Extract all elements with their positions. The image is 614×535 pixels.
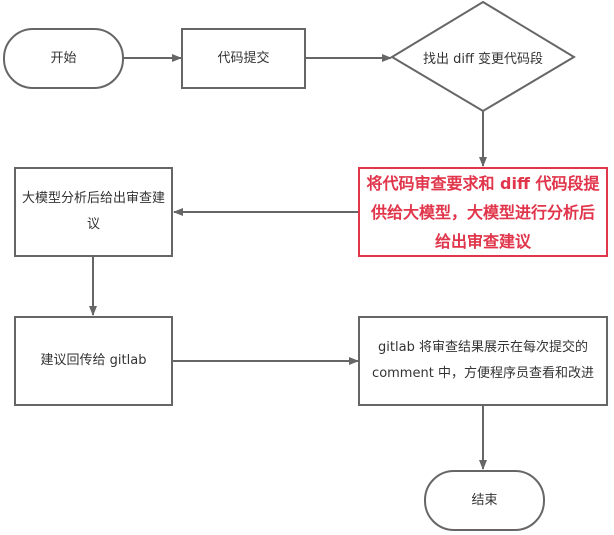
gitlab-display-node: gitlab 将审查结果展示在每次提交的 comment 中，方便程序员查看和改… bbox=[358, 316, 608, 406]
prompt-llm-label: 将代码审查要求和 diff 代码段提供给大模型，大模型进行分析后给出审查建议 bbox=[366, 173, 600, 251]
end-label: 结束 bbox=[471, 492, 498, 508]
start-label: 开始 bbox=[50, 50, 77, 66]
code-submit-label: 代码提交 bbox=[217, 50, 270, 66]
prompt-llm-node: 将代码审查要求和 diff 代码段提供给大模型，大模型进行分析后给出审查建议 bbox=[358, 167, 608, 257]
code-submit-node: 代码提交 bbox=[181, 28, 306, 89]
end-node: 结束 bbox=[424, 470, 545, 531]
llm-analyze-label: 大模型分析后给出审查建议 bbox=[22, 191, 166, 232]
find-diff-node: 找出 diff 变更代码段 bbox=[400, 40, 566, 74]
llm-analyze-node: 大模型分析后给出审查建议 bbox=[14, 167, 173, 257]
gitlab-display-label: gitlab 将审查结果展示在每次提交的 comment 中，方便程序员查看和改… bbox=[372, 340, 594, 381]
find-diff-label: 找出 diff 变更代码段 bbox=[422, 51, 544, 67]
feedback-gitlab-node: 建议回传给 gitlab bbox=[14, 316, 173, 406]
feedback-gitlab-label: 建议回传给 gitlab bbox=[40, 353, 147, 368]
start-node: 开始 bbox=[3, 28, 124, 89]
